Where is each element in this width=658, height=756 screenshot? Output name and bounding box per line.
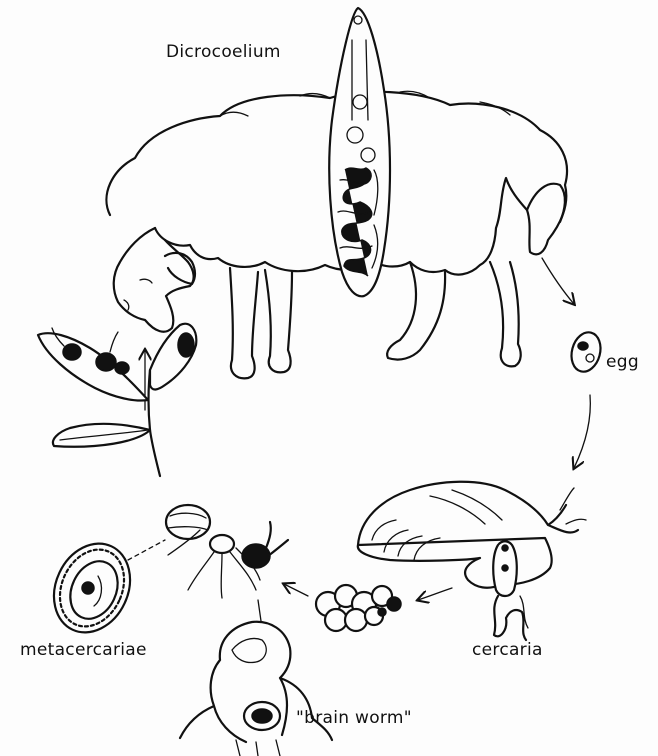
ant-icon xyxy=(166,505,288,598)
snail-icon xyxy=(358,482,586,588)
brain-worm-label: "brain worm" xyxy=(296,708,412,728)
plant-icon xyxy=(38,324,196,476)
metacercariae-label: metacercariae xyxy=(20,640,147,660)
egg-icon xyxy=(567,329,604,375)
egg-label: egg xyxy=(606,352,639,372)
ant-head-icon xyxy=(180,600,332,756)
metacercaria-cyst-icon xyxy=(40,531,144,645)
fluke-icon xyxy=(329,8,390,296)
diagram-title: Dicrocoelium xyxy=(166,42,281,62)
cercaria-label: cercaria xyxy=(472,640,543,660)
slime-ball-icon xyxy=(316,585,401,631)
